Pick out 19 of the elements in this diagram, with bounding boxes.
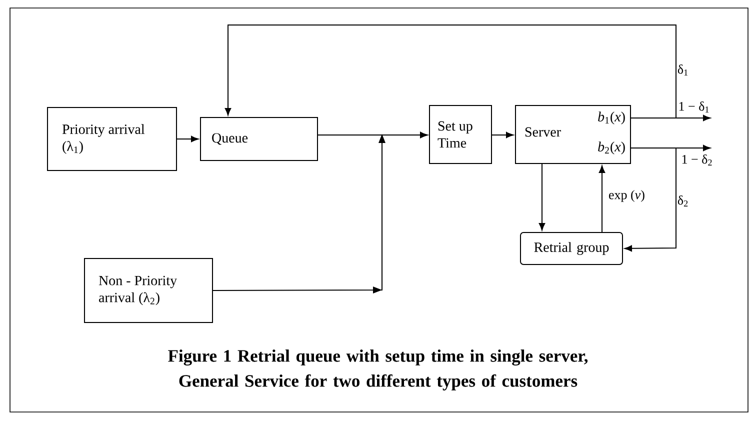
arrow	[492, 132, 514, 138]
edge-label: δ$_{1}$	[678, 64, 688, 76]
arrow	[212, 132, 428, 294]
arrow	[598, 165, 606, 232]
process-box: Queue	[200, 117, 318, 161]
server-box: Server b$_{1}$(x) b$_{2}$(x)	[515, 105, 631, 164]
arrow	[176, 136, 199, 142]
edge-label: exp (v)	[609, 190, 644, 202]
process-box: Set up Time	[429, 105, 492, 164]
edge-label: 1 − δ$_{2}$	[682, 154, 712, 166]
arrow	[538, 164, 546, 230]
process-box: Priority arrival (λ$_{1}$)	[47, 107, 177, 171]
edge-label: 1 − δ$_{1}$	[679, 102, 709, 112]
group-box: Retrial group	[520, 232, 623, 265]
edge-label: δ$_{2}$	[678, 196, 688, 206]
arrow	[224, 24, 676, 118]
process-box: Non - Priority arrival (λ$_{2}$)	[84, 258, 213, 323]
arrow	[624, 148, 676, 252]
figure-caption: Figure 1 Retrial queue with setup time in single server, General Service for two different types of customers	[168, 350, 588, 390]
